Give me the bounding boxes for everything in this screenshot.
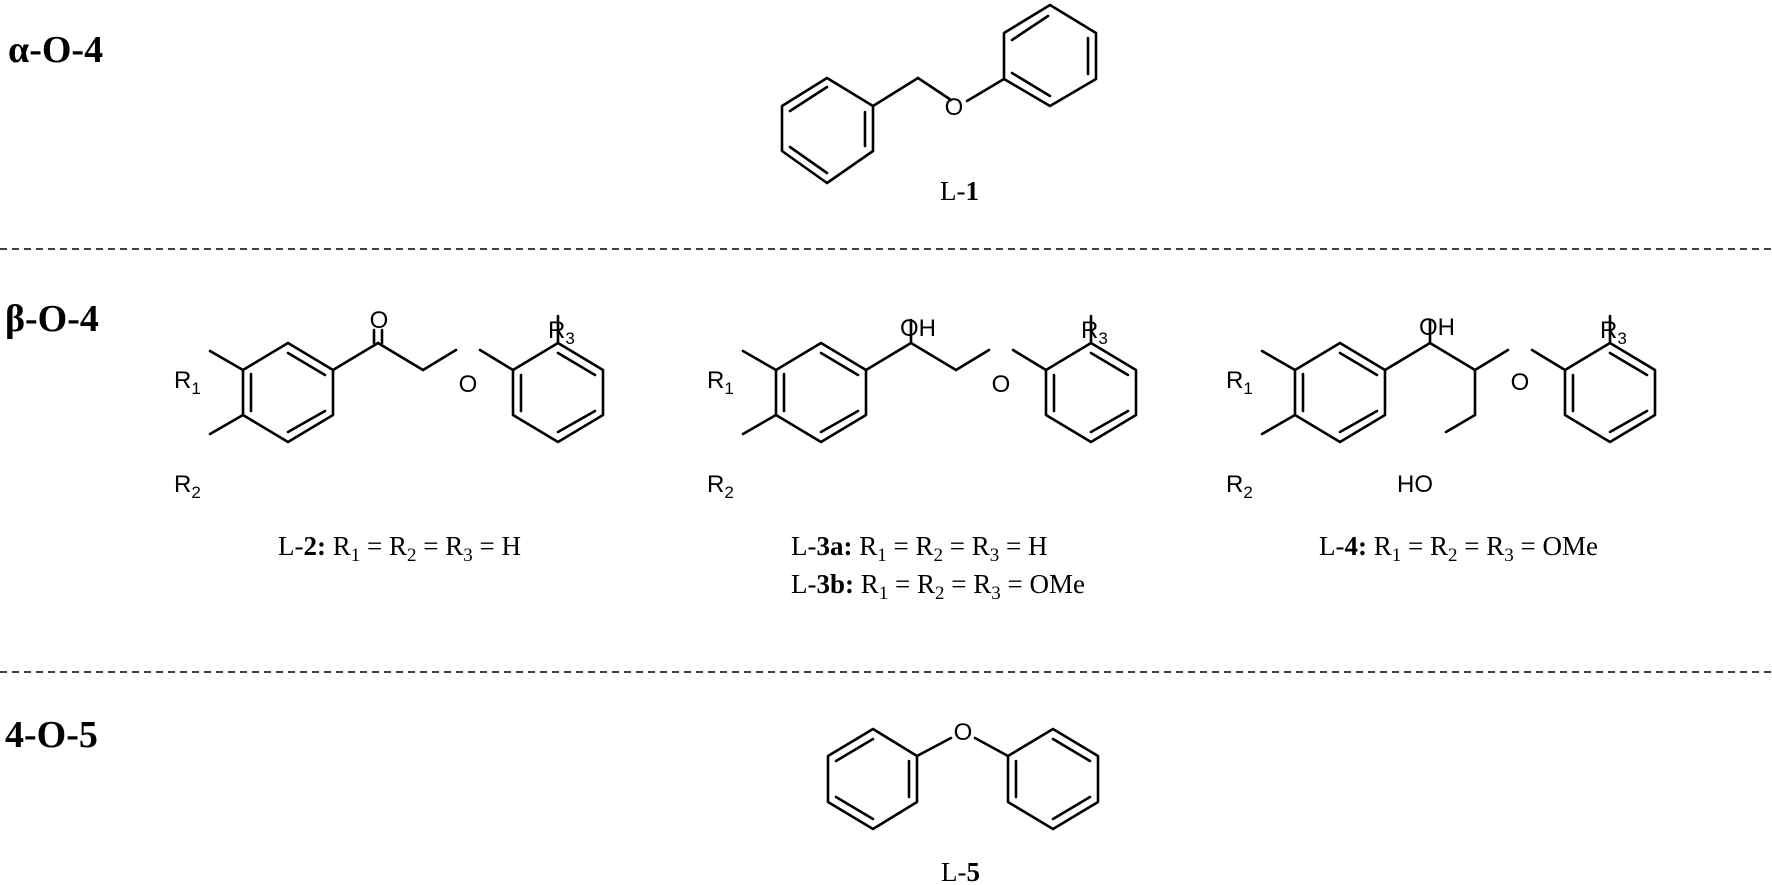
structure-L-5: O L-5 [826,719,1100,885]
hydroxymethyl-ho: HO [1397,471,1433,498]
section-label-beta-o-4: β-O-4 [5,298,99,340]
r3-label: R3 [1081,317,1108,348]
bond-r2 [1260,413,1297,436]
ether-oxygen: O [459,371,478,398]
ether-oxygen: O [945,94,964,121]
benzene-ring-right [1006,727,1100,831]
bond-o-ring [973,736,1010,758]
structure-L-3: R1 R2 OH O R3 L-3a: R1 = R2 = R3 = H L-3… [707,314,1138,604]
r2-label: R2 [1226,471,1253,502]
double-bond [834,795,875,821]
structure-L-4: R1 R2 OH O HO R3 L-4: R1 = R2 = R3 = OMe [1226,314,1657,566]
double-bond [1010,71,1052,98]
r1-label: R1 [707,367,734,398]
double-bond [788,85,829,113]
bond-ch2 [871,76,920,108]
bond-carbonyl-c [331,341,380,372]
double-bond [286,351,327,377]
bond-r1 [208,349,245,372]
double-bond [788,145,829,175]
bond-ch2 [909,341,958,372]
hydroxyl-oh: OH [900,315,936,342]
benzene-ring-left [826,727,919,831]
bond-r1 [1260,349,1297,372]
double-bond [819,409,860,434]
bond-ch2oh [1444,413,1477,434]
double-bond [556,409,597,434]
benzene-ring-right [1563,341,1657,444]
double-bond [819,351,860,377]
caption-L-4: L-4: R1 = R2 = R3 = OMe [1319,531,1598,566]
double-bond [1089,409,1130,434]
double-bond [1608,409,1649,434]
double-bond [1051,737,1092,763]
section-label-alpha-o-4: α-O-4 [8,29,103,71]
ether-oxygen: O [1511,369,1530,396]
bond-carbinol-c [1383,341,1432,372]
benzene-ring-right [1002,3,1098,108]
bond-beta-o [1473,348,1510,372]
bond-ch2-o [421,348,458,372]
double-bond [1010,14,1050,42]
r1-label: R1 [174,367,201,398]
caption-L-3b: L-3b: R1 = R2 = R3 = OMe [791,569,1085,604]
hydroxyl-oh: OH [1419,314,1455,341]
r3-label: R3 [1600,317,1627,348]
double-bond [1608,351,1649,377]
bond-ring-o [915,736,953,758]
double-bond [556,351,597,377]
bond-r2 [741,413,778,436]
double-bond [1338,351,1379,377]
bond-ch2 [376,341,425,372]
bond-o-ring [965,77,1006,103]
double-bond [1051,795,1092,821]
r1-label: R1 [1226,367,1253,398]
caption-L-3a: L-3a: R1 = R2 = R3 = H [791,531,1047,566]
bond-o-ring [1011,348,1048,372]
benzene-ring-left [241,341,335,444]
benzene-ring-right [1044,341,1138,444]
bond-r1 [741,349,778,372]
structure-L-2: R1 R2 O O R3 L-2: R1 = R2 = R3 = H [174,307,605,566]
r2-label: R2 [174,471,201,502]
double-bond [1089,351,1130,377]
ether-oxygen: O [992,371,1011,398]
double-bond [286,409,327,434]
benzene-ring-left [780,76,875,185]
carbonyl-oxygen: O [370,307,389,334]
structure-L-1: O L-1 [780,3,1098,206]
bond-beta-c [1428,341,1477,372]
bond-ch2-o [916,76,953,102]
bond-ch2-o [954,348,991,372]
benzene-ring-right [511,341,605,444]
double-bond [1338,409,1379,434]
r3-label: R3 [548,317,575,348]
caption-L-1: L-1 [940,176,979,206]
r2-label: R2 [707,471,734,502]
bond-o-ring [478,348,515,372]
ether-oxygen: O [954,719,973,746]
section-label-4-o-5: 4-O-5 [5,714,98,756]
benzene-ring-left [774,341,868,444]
caption-L-5: L-5 [941,857,980,885]
bond-carbinol-c [864,341,913,372]
bond-r2 [208,413,245,436]
bond-o-ring [1530,348,1567,372]
caption-L-2: L-2: R1 = R2 = R3 = H [278,531,521,566]
double-bond [834,737,875,763]
benzene-ring-left [1293,341,1387,444]
